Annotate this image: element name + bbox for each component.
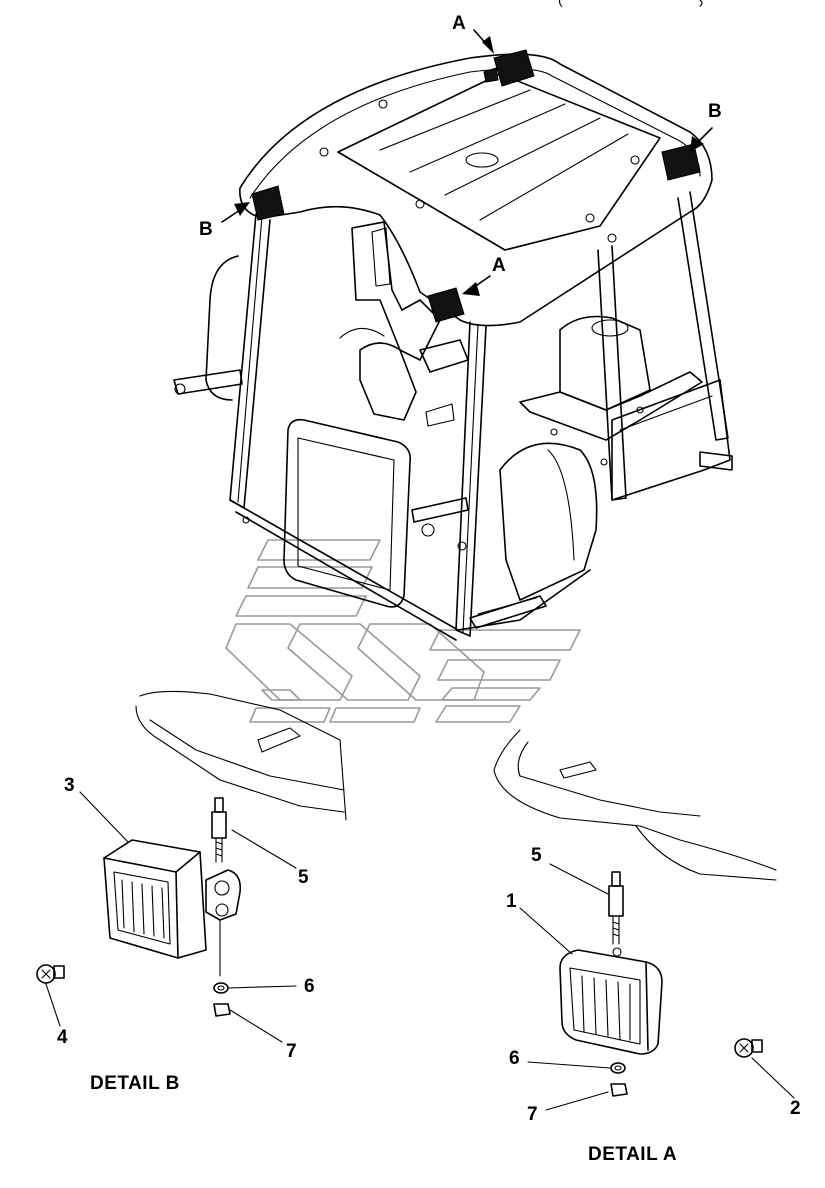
detail-b-bulb bbox=[36, 964, 65, 984]
roof-light-a-top bbox=[483, 49, 535, 87]
roof-light-b-left bbox=[251, 185, 285, 221]
roof-light-b-right bbox=[661, 143, 701, 181]
detail-a-caption: DETAIL A bbox=[588, 1144, 677, 1165]
callout-label-a-middle: A bbox=[492, 255, 506, 276]
detail-b-caption: DETAIL B bbox=[90, 1073, 180, 1094]
leader-b-7 bbox=[229, 1009, 283, 1043]
part-label-b-7: 7 bbox=[286, 1041, 297, 1062]
leader-a-6 bbox=[527, 1061, 611, 1069]
callout-label-b-right: B bbox=[708, 101, 722, 122]
detail-b-roof-corner bbox=[135, 690, 347, 821]
part-label-a-5: 5 bbox=[531, 845, 542, 866]
top-clip-paren bbox=[699, 0, 703, 7]
part-label-a-6: 6 bbox=[509, 1048, 520, 1069]
leader-a-1 bbox=[519, 907, 573, 955]
callout-label-a-top: A bbox=[452, 13, 466, 34]
leader-b-3 bbox=[79, 791, 129, 843]
callout-arrow-b-left bbox=[221, 202, 250, 223]
detail-a-bulb bbox=[734, 1038, 763, 1058]
detail-a-roof-corner bbox=[493, 729, 777, 881]
callout-label-b-left: B bbox=[199, 219, 213, 240]
part-label-a-7: 7 bbox=[527, 1104, 538, 1125]
part-label-b-3: 3 bbox=[64, 775, 75, 796]
callout-arrow-b-right bbox=[690, 127, 713, 152]
leader-b-4 bbox=[45, 983, 61, 1027]
leader-b-6 bbox=[227, 985, 297, 989]
part-label-a-2: 2 bbox=[790, 1098, 801, 1119]
part-label-a-1: 1 bbox=[506, 891, 517, 912]
watermark-logo bbox=[225, 539, 581, 723]
callout-arrow-a-middle bbox=[462, 275, 491, 296]
leader-b-5 bbox=[231, 829, 297, 869]
detail-a-work-lamp bbox=[559, 871, 663, 1097]
detail-b-work-lamp bbox=[103, 797, 242, 1017]
part-label-b-6: 6 bbox=[304, 976, 315, 997]
callout-arrow-a-top bbox=[473, 29, 494, 54]
leader-a-2 bbox=[751, 1057, 795, 1099]
part-label-b-5: 5 bbox=[298, 867, 309, 888]
forklift-cab-illustration bbox=[173, 53, 733, 641]
roof-light-a-middle bbox=[427, 287, 465, 323]
leader-a-5 bbox=[549, 863, 609, 895]
part-label-b-4: 4 bbox=[57, 1027, 68, 1048]
top-clip-text: ( bbox=[558, 0, 563, 7]
leader-a-7 bbox=[545, 1091, 609, 1111]
